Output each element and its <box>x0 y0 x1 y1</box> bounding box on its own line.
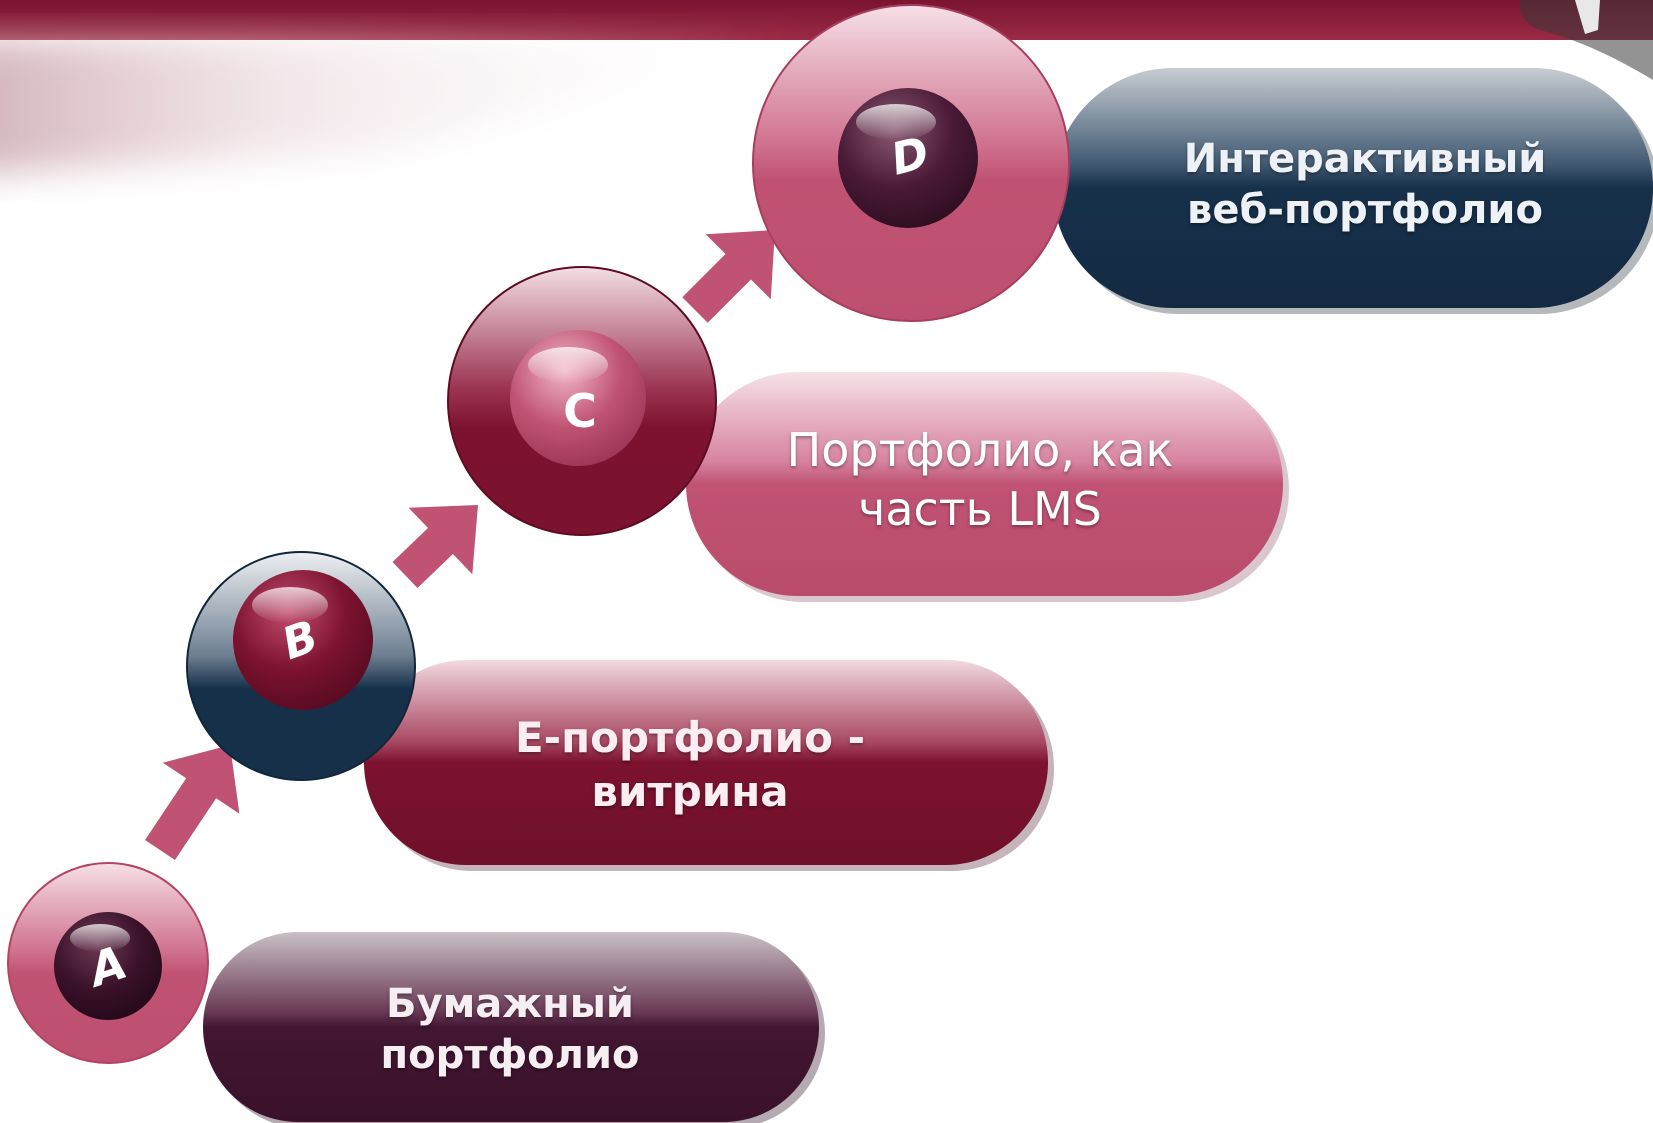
arrow-a-to-b <box>145 745 240 860</box>
step-d-label: Интерактивный веб-портфолио <box>1183 135 1547 233</box>
header-haze <box>0 40 820 173</box>
step-b-label: Е-портфолио - витрина <box>514 713 866 816</box>
ball-a <box>7 862 209 1064</box>
badge-c: C <box>563 384 597 438</box>
arrow-c-to-d <box>682 230 775 323</box>
header-corner-ornament <box>1519 0 1653 80</box>
ball-c <box>447 266 717 536</box>
step-a-label: Бумажный портфолио <box>380 980 640 1078</box>
header-corner-accent <box>1575 0 1600 34</box>
ball-b <box>186 551 416 781</box>
step-c-label: Портфолио, как часть LMS <box>786 423 1174 536</box>
arrows-group <box>145 230 775 860</box>
ball-d <box>752 4 1070 322</box>
pill-a <box>203 932 825 1123</box>
pill-c <box>686 372 1289 602</box>
arrow-b-to-c <box>392 505 478 588</box>
pill-b <box>364 660 1054 871</box>
pill-d <box>1053 68 1653 314</box>
